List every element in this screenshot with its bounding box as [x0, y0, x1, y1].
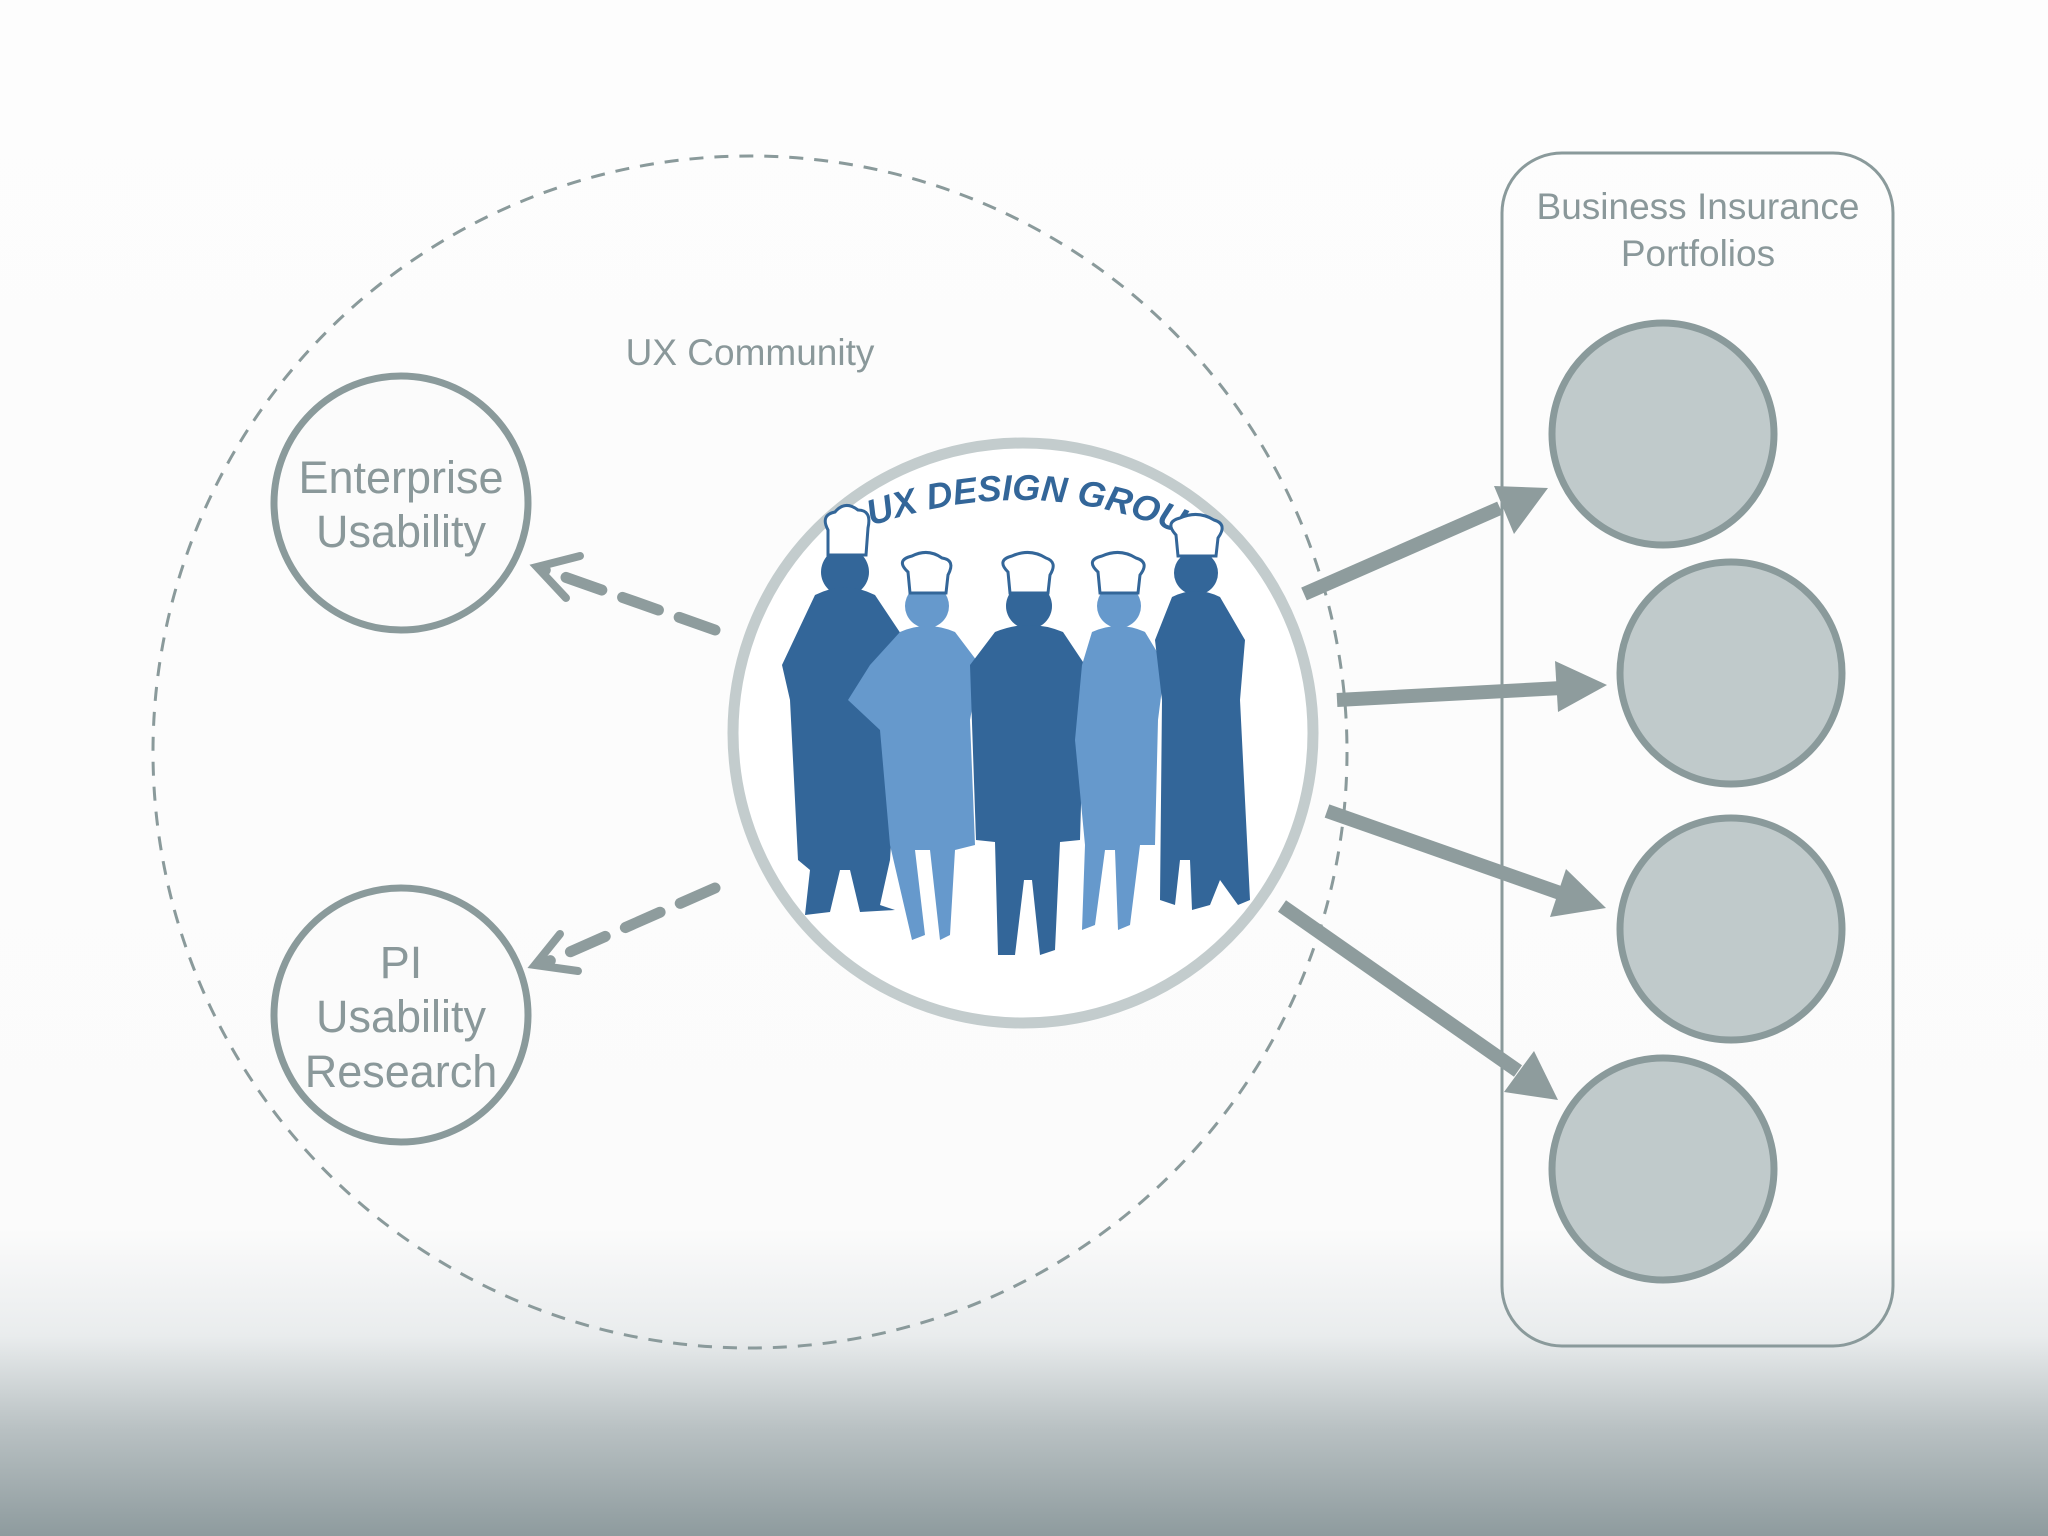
pi-usability-line2: Usability — [316, 991, 487, 1042]
chef-silhouette — [1155, 551, 1250, 910]
solid-arrow-to-portfolio — [1301, 486, 1548, 601]
dashed-arrow-to-enterprise — [529, 552, 721, 636]
dashed-arrow-to-pi — [527, 882, 721, 975]
portfolio-node — [1616, 814, 1846, 1044]
ux-community-boundary — [151, 154, 1349, 1350]
enterprise-usability-node: Enterprise Usability — [270, 372, 532, 634]
portfolios-title-line1: Business Insurance — [1537, 186, 1860, 227]
portfolios-title-line2: Portfolios — [1621, 233, 1775, 274]
chef-silhouette — [848, 584, 980, 940]
enterprise-usability-line2: Usability — [316, 506, 487, 557]
pi-usability-research-node: PI Usability Research — [270, 884, 532, 1146]
bi-ux-design-group-logo: BI UX DESIGN GROUP — [0, 0, 1319, 1029]
portfolios-container — [1500, 151, 1895, 1348]
portfolio-node — [1548, 1054, 1778, 1284]
portfolio-node — [1548, 319, 1778, 549]
chef-silhouette — [1075, 584, 1165, 930]
portfolio-node — [1616, 558, 1846, 788]
pi-usability-line1: PI — [380, 937, 423, 988]
solid-arrow-to-portfolio — [1324, 804, 1606, 917]
solid-arrow-to-portfolio — [1277, 900, 1558, 1100]
solid-arrow-to-portfolio — [1336, 661, 1607, 712]
enterprise-usability-line1: Enterprise — [298, 452, 503, 503]
pi-usability-line3: Research — [305, 1046, 498, 1097]
chef-hat-icon — [823, 504, 1224, 595]
ux-community-label: UX Community — [626, 332, 875, 373]
